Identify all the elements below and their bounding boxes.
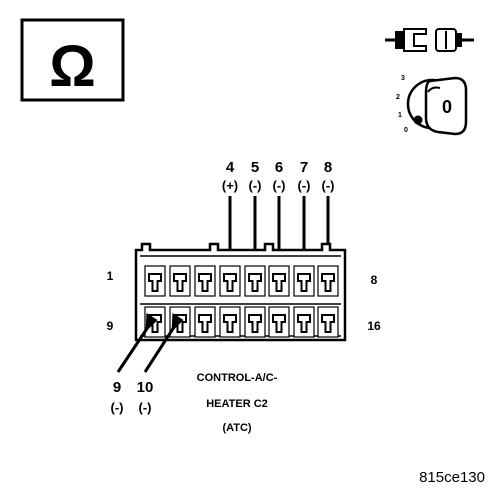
ignition-key-icon: 3 2 1 0 0	[396, 75, 468, 136]
row-label-16: 16	[367, 319, 381, 333]
pin-4-polarity: (+)	[222, 178, 238, 193]
terminal-cavity-12	[219, 306, 241, 338]
pin-callouts-top: 4 5 6 7 8 (+) (-) (-) (-) (-)	[222, 159, 335, 193]
ignition-step-3: 3	[401, 75, 405, 82]
terminal-cavity-2	[169, 265, 191, 297]
row-label-1: 1	[107, 269, 114, 283]
ohm-symbol: Ω	[49, 34, 96, 99]
terminal-cavity-7	[293, 265, 315, 297]
pin-9-polarity: (-)	[111, 400, 124, 415]
terminal-cavity-4	[219, 265, 241, 297]
ohmmeter-icon: Ω	[20, 18, 125, 102]
ignition-step-0: 0	[404, 127, 408, 134]
pin-7-number: 7	[300, 159, 308, 176]
pin-7-polarity: (-)	[298, 178, 311, 193]
terminal-cavity-15	[293, 306, 315, 338]
terminal-cavity-14	[268, 306, 290, 338]
terminal-cavity-11	[194, 306, 216, 338]
terminal-cavity-1	[144, 265, 166, 297]
terminal-cavity-8	[317, 265, 339, 297]
ignition-step-1: 1	[398, 112, 402, 119]
pin-8-number: 8	[324, 159, 332, 176]
row-numbers: 1 8 9 16	[107, 269, 381, 333]
pin-6-polarity: (-)	[273, 178, 286, 193]
disconnected-connector-icon	[385, 28, 474, 52]
pin-8-polarity: (-)	[322, 178, 335, 193]
terminal-cavity-6	[268, 265, 290, 297]
caption-line-1: CONTROL-A/C-	[197, 372, 278, 384]
terminal-cavity-5	[244, 265, 266, 297]
pin-9-number: 9	[113, 379, 121, 396]
terminal-cavity-16	[317, 306, 339, 338]
row-label-9: 9	[107, 319, 114, 333]
terminal-cavity-3	[194, 265, 216, 297]
probe-arrows-bottom	[116, 313, 184, 373]
figure-code: 815ce130	[419, 469, 485, 486]
pin-5-polarity: (-)	[249, 178, 262, 193]
ignition-step-2: 2	[396, 94, 400, 101]
pin-4-number: 4	[226, 159, 235, 176]
pin-10-number: 10	[137, 379, 154, 396]
pin-10-polarity: (-)	[139, 400, 152, 415]
row-label-8: 8	[371, 273, 378, 287]
ignition-position-label: 0	[442, 97, 452, 117]
caption-line-3: (ATC)	[222, 422, 251, 434]
cavity-row-top	[144, 265, 339, 297]
connector-caption: CONTROL-A/C- HEATER C2 (ATC)	[197, 372, 278, 434]
pin-6-number: 6	[275, 159, 283, 176]
connector-body	[134, 242, 347, 342]
pin-callouts-bottom: 9 10 (-) (-)	[111, 379, 154, 415]
caption-line-2: HEATER C2	[206, 398, 268, 410]
pin-5-number: 5	[251, 159, 259, 176]
cavity-row-bottom	[144, 306, 339, 338]
terminal-cavity-13	[244, 306, 266, 338]
